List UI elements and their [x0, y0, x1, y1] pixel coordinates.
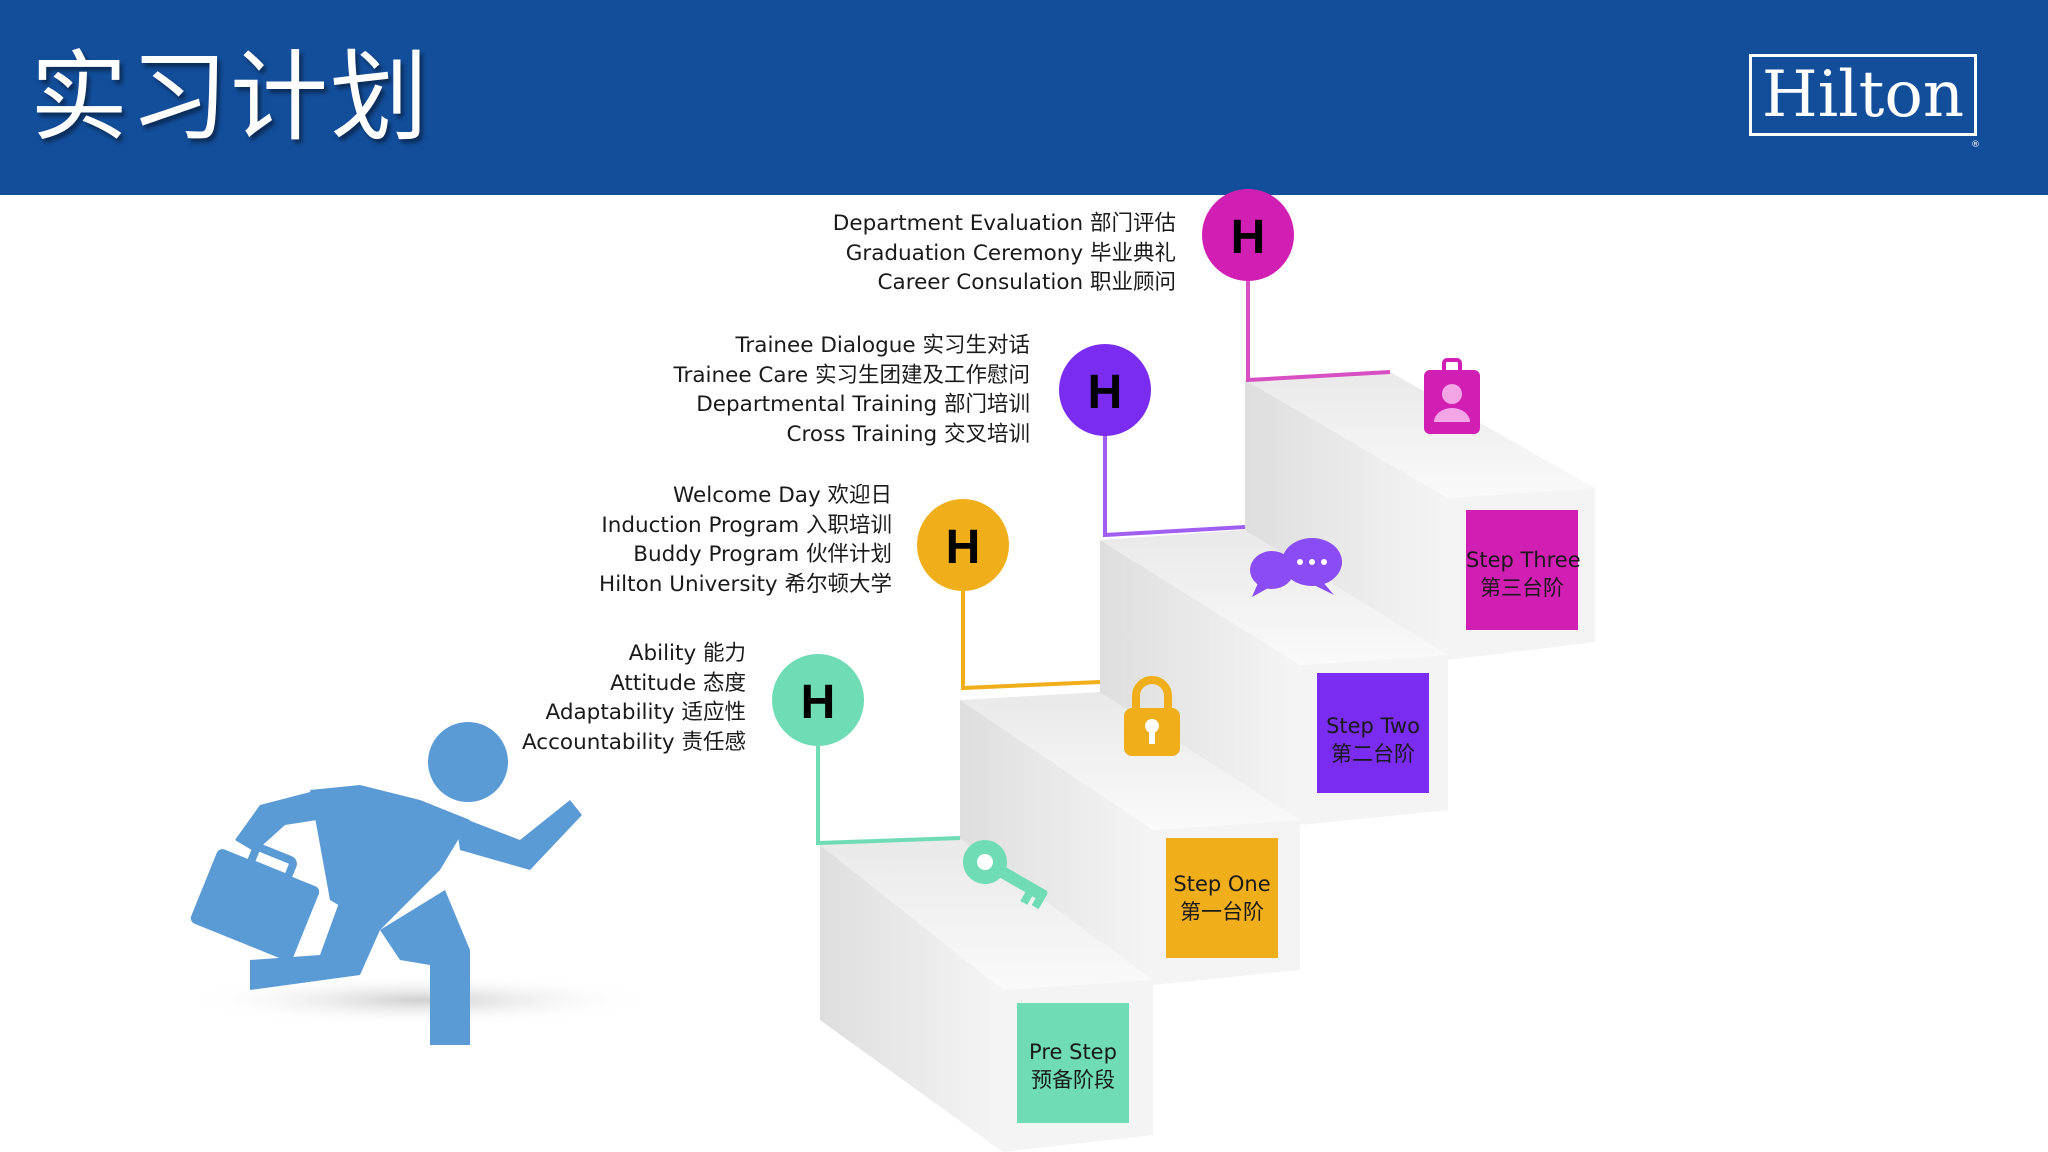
chat-bubbles-icon — [1250, 538, 1342, 597]
connector-line-step-two — [1103, 435, 1246, 538]
bullet-item: Hilton University 希尔顿大学 — [599, 571, 892, 597]
bullet-item: Graduation Ceremony 毕业典礼 — [845, 240, 1176, 266]
bullet-item: Department Evaluation 部门评估 — [832, 211, 1176, 236]
bullet-list-step-two: Trainee Dialogue 实习生对话 Trainee Care 实习生团… — [674, 331, 1031, 449]
step-panel-step-two — [1317, 673, 1429, 793]
step-panel-step-three — [1466, 510, 1578, 630]
bullet-list-step-one: Welcome Day 欢迎日 Induction Program 入职培训 B… — [599, 481, 892, 599]
svg-text:H: H — [801, 676, 836, 729]
page-title: 实习计划 — [30, 41, 431, 155]
bullet-item: Career Consulation 职业顾问 — [877, 270, 1176, 295]
svg-text:H: H — [946, 521, 981, 574]
connector-line-pre-step — [816, 700, 961, 846]
bullet-item: Cross Training 交叉培训 — [786, 421, 1030, 447]
bullet-item: Induction Program 入职培训 — [601, 512, 892, 538]
step-label-step-one: Step One 第一台阶 — [1173, 872, 1271, 924]
bullet-item: Departmental Training 部门培训 — [696, 392, 1030, 417]
marker-step-two: H — [1059, 344, 1151, 436]
bullet-item: Trainee Care 实习生团建及工作慰问 — [673, 362, 1031, 388]
marker-step-one: H — [917, 499, 1009, 591]
connector-line-step-three — [1246, 280, 1391, 383]
connector-line-step-one — [961, 590, 1101, 691]
bullet-list-pre-step: Ability 能力 Attitude 态度 Adaptability 适应性 … — [522, 639, 746, 757]
bullet-item: Adaptability 适应性 — [545, 700, 746, 725]
hilton-logo: Hilton — [1749, 54, 1977, 136]
svg-text:H: H — [1088, 366, 1123, 419]
step-panel-step-one — [1166, 838, 1278, 958]
bullet-item: Welcome Day 欢迎日 — [673, 483, 892, 508]
bullet-item: Trainee Dialogue 实习生对话 — [735, 333, 1030, 358]
marker-step-three: H — [1202, 189, 1294, 281]
step-label-pre-step: Pre Step 预备阶段 — [1029, 1040, 1117, 1092]
bullet-list-step-three: Department Evaluation 部门评估 Graduation Ce… — [833, 209, 1176, 298]
bullet-item: Ability 能力 — [628, 641, 746, 666]
header-bar — [0, 0, 2048, 195]
padlock-icon — [1124, 676, 1180, 756]
bullet-item: Accountability 责任感 — [521, 729, 746, 755]
svg-text:H: H — [1231, 211, 1266, 264]
step-label-step-two: Step Two 第二台阶 — [1326, 714, 1420, 766]
key-icon — [963, 840, 1048, 910]
step-panel-pre-step — [1017, 1003, 1129, 1123]
id-badge-icon — [1424, 358, 1480, 434]
logo-registered-mark: ® — [1971, 140, 1980, 150]
marker-pre-step: H — [772, 654, 864, 746]
running-man-with-briefcase-icon — [180, 722, 660, 1045]
step-label-step-three: Step Three 第三台阶 — [1466, 548, 1581, 600]
bullet-item: Attitude 态度 — [610, 670, 746, 696]
bullet-item: Buddy Program 伙伴计划 — [633, 542, 892, 567]
